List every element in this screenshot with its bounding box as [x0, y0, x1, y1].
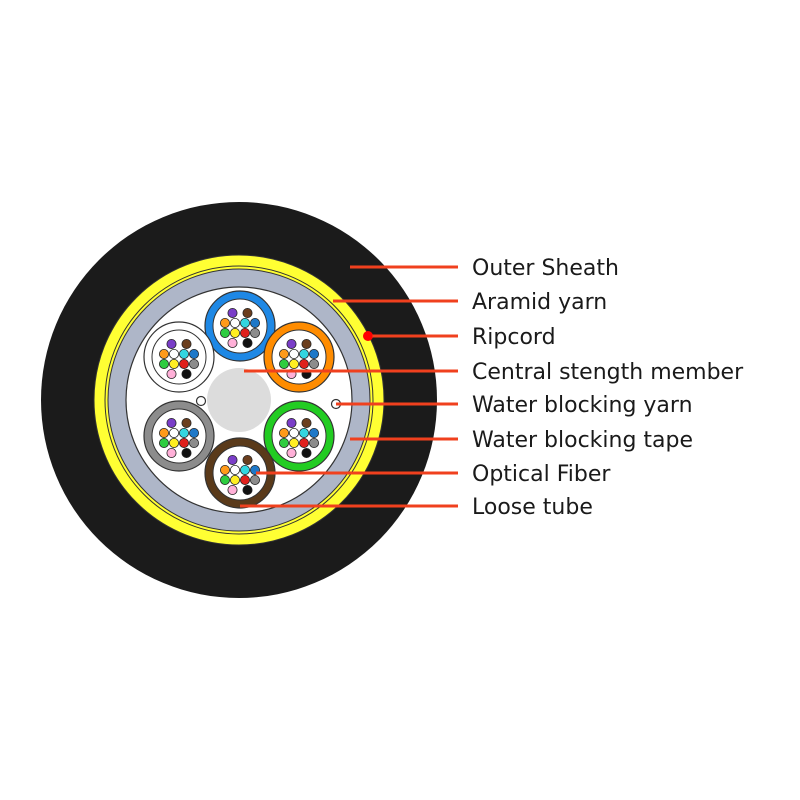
optical-fiber — [301, 417, 312, 428]
optical-fiber — [188, 358, 199, 369]
label-outer-sheath: Outer Sheath — [472, 256, 619, 281]
optical-fiber — [242, 307, 253, 318]
loose-tube-bore — [151, 408, 207, 464]
label-water-blocking-tape: Water blocking tape — [472, 428, 693, 453]
optical-fiber — [239, 474, 250, 485]
loose-tube-bore — [212, 298, 268, 354]
optical-fiber — [308, 427, 319, 438]
optical-fiber — [286, 417, 297, 428]
optical-fiber — [219, 474, 230, 485]
optical-fiber — [286, 447, 297, 458]
optical-fiber — [181, 338, 192, 349]
optical-fiber — [227, 454, 238, 465]
label-optical-fiber: Optical Fiber — [472, 462, 611, 487]
optical-fiber — [178, 358, 189, 369]
optical-fiber — [249, 474, 260, 485]
optical-fiber — [219, 317, 230, 328]
optical-fiber — [278, 358, 289, 369]
optical-fiber — [158, 427, 169, 438]
optical-fiber — [181, 368, 192, 379]
optical-fiber — [298, 437, 309, 448]
optical-fiber — [286, 338, 297, 349]
optical-fiber — [188, 348, 199, 359]
optical-fiber — [219, 327, 230, 338]
optical-fiber — [219, 464, 230, 475]
central-strength-member — [207, 368, 271, 432]
optical-fiber — [166, 447, 177, 458]
optical-fiber — [166, 417, 177, 428]
optical-fiber — [301, 338, 312, 349]
optical-fiber — [229, 317, 240, 328]
optical-fiber — [158, 358, 169, 369]
optical-fiber — [158, 437, 169, 448]
leader-lines — [240, 265, 458, 508]
optical-fiber — [166, 368, 177, 379]
label-water-blocking-yarn: Water blocking yarn — [472, 393, 693, 418]
optical-fiber — [278, 427, 289, 438]
optical-fiber — [301, 447, 312, 458]
optical-fiber — [239, 464, 250, 475]
label-aramid-yarn: Aramid yarn — [472, 290, 607, 315]
optical-fiber — [229, 474, 240, 485]
label-ripcord: Ripcord — [472, 325, 556, 350]
optical-fiber — [249, 327, 260, 338]
optical-fiber — [288, 358, 299, 369]
optical-fiber — [178, 427, 189, 438]
optical-fiber — [188, 437, 199, 448]
optical-fiber — [298, 348, 309, 359]
loose-tubes — [143, 290, 335, 509]
optical-fiber — [308, 437, 319, 448]
optical-fiber — [227, 484, 238, 495]
labels: Outer Sheath Aramid yarn Ripcord Central… — [472, 256, 744, 520]
optical-fiber — [178, 348, 189, 359]
optical-fiber — [227, 307, 238, 318]
optical-fiber — [242, 454, 253, 465]
optical-fiber — [168, 437, 179, 448]
loose-tube-bore — [151, 329, 207, 385]
optical-fiber — [288, 437, 299, 448]
optical-fiber — [239, 317, 250, 328]
optical-fiber — [168, 348, 179, 359]
optical-fiber — [288, 427, 299, 438]
loose-tube-bore — [271, 408, 327, 464]
optical-fiber — [239, 327, 250, 338]
optical-fiber — [298, 358, 309, 369]
optical-fiber — [308, 348, 319, 359]
optical-fiber — [278, 437, 289, 448]
optical-fiber — [278, 348, 289, 359]
optical-fiber — [249, 317, 260, 328]
optical-fiber — [168, 427, 179, 438]
optical-fiber — [308, 358, 319, 369]
water-blocking-yarn — [195, 395, 207, 407]
optical-fiber — [181, 417, 192, 428]
optical-fiber — [229, 327, 240, 338]
optical-fiber — [181, 447, 192, 458]
cable-cross-section — [41, 202, 437, 598]
label-loose-tube: Loose tube — [472, 495, 593, 520]
optical-fiber — [242, 337, 253, 348]
optical-fiber — [168, 358, 179, 369]
optical-fiber — [242, 484, 253, 495]
optical-fiber — [229, 464, 240, 475]
optical-fiber — [178, 437, 189, 448]
optical-fiber — [298, 427, 309, 438]
optical-fiber — [188, 427, 199, 438]
optical-fiber — [227, 337, 238, 348]
optical-fiber — [166, 338, 177, 349]
optical-fiber — [158, 348, 169, 359]
aramid-yarn-inner-edge — [104, 265, 374, 535]
ripcord-pointer-dot — [363, 331, 373, 341]
optical-fiber — [288, 348, 299, 359]
label-central-member: Central stength member — [472, 360, 744, 385]
